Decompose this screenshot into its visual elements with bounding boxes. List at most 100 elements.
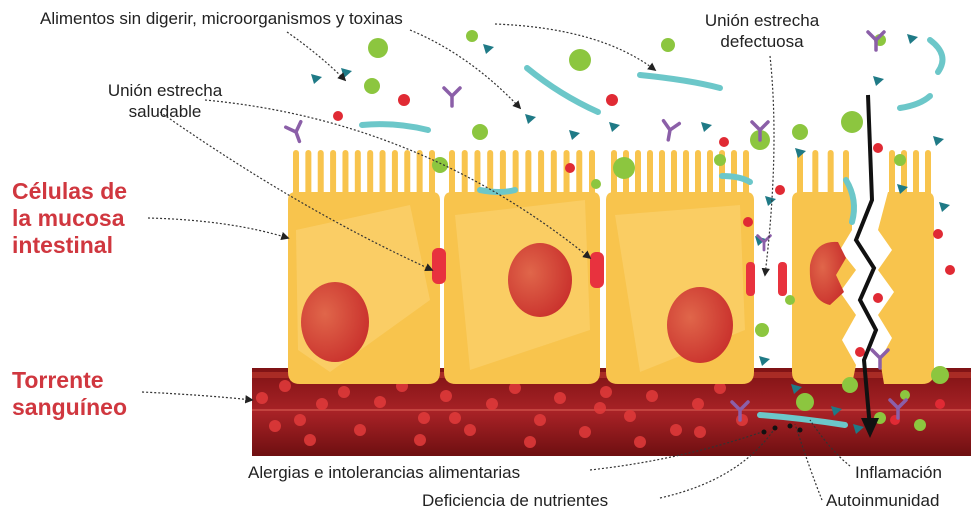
blood-cell: [624, 410, 636, 422]
microvillus: [707, 150, 713, 196]
microvillus: [355, 150, 361, 196]
microorganism: [796, 393, 814, 411]
microvillus: [392, 150, 398, 196]
toxin-particle: [525, 114, 536, 124]
microorganism: [432, 157, 448, 173]
microorganism: [368, 38, 388, 58]
toxin: [855, 347, 865, 357]
microvillus: [318, 150, 324, 196]
microvillus: [828, 150, 834, 196]
microvillus: [367, 150, 373, 196]
toxin: [719, 137, 729, 147]
mucosa-cell-damaged: [878, 150, 934, 384]
microvillus: [551, 150, 557, 196]
toxin-particle: [873, 76, 884, 86]
mucosa-cell: [606, 150, 754, 384]
microvillus: [743, 150, 749, 196]
blood-cell: [486, 398, 498, 410]
microorganism: [900, 390, 910, 400]
blood-cell: [440, 390, 452, 402]
microorganism: [472, 124, 488, 140]
microorganism: [755, 323, 769, 337]
microvillus: [589, 150, 595, 196]
microorganism: [591, 179, 601, 189]
blood-cell: [694, 426, 706, 438]
antibody: [660, 121, 679, 142]
microorganism: [785, 295, 795, 305]
microvillus: [538, 150, 544, 196]
blood-cell: [338, 386, 350, 398]
microvillus: [659, 150, 665, 196]
blood-cell: [294, 414, 306, 426]
blood-cell: [634, 436, 646, 448]
toxin: [775, 185, 785, 195]
microvillus: [812, 150, 818, 196]
microorganism: [914, 419, 926, 431]
toxin: [873, 293, 883, 303]
microorganism: [569, 49, 591, 71]
toxin: [873, 143, 883, 153]
microorganism: [931, 366, 949, 384]
blood-cell: [316, 398, 328, 410]
microorganism: [714, 154, 726, 166]
blood-cell: [374, 396, 386, 408]
toxin: [565, 163, 575, 173]
bloodstream-line1: Torrente: [12, 367, 127, 394]
microvillus: [913, 150, 919, 196]
blood-cell: [524, 436, 536, 448]
toxin-particle: [701, 122, 712, 132]
microvillus: [380, 150, 386, 196]
toxin: [333, 111, 343, 121]
toxin-particle: [311, 74, 322, 84]
microvillus: [683, 150, 689, 196]
blood-cell: [692, 398, 704, 410]
mucosa-cells-line3: intestinal: [12, 232, 127, 259]
mucosa-cells-line2: la mucosa: [12, 205, 127, 232]
microvilli: [449, 150, 595, 196]
toxin-particle: [759, 356, 770, 366]
healthy-tight-junction: [432, 248, 446, 284]
nutrient-deficiency-label: Deficiencia de nutrientes: [422, 490, 608, 511]
microorganism: [613, 157, 635, 179]
cell-nucleus: [301, 282, 369, 362]
toxin-particle: [933, 136, 944, 146]
microvillus: [462, 150, 468, 196]
inflammation-label: Inflamación: [855, 462, 942, 483]
blood-cell: [464, 424, 476, 436]
microvillus: [695, 150, 701, 196]
mucosa-cells-line1: Células de: [12, 178, 127, 205]
blood-cell: [449, 412, 461, 424]
blood-cell: [579, 426, 591, 438]
defective-tight-junction: [778, 262, 787, 296]
microvillus: [525, 150, 531, 196]
microvilli: [293, 150, 435, 196]
microvillus: [564, 150, 570, 196]
food-microbes-toxins-label: Alimentos sin digerir, microorganismos y…: [40, 8, 403, 29]
microvillus: [404, 150, 410, 196]
toxin-particle: [483, 44, 494, 54]
microvillus: [647, 150, 653, 196]
blood-cell: [354, 424, 366, 436]
microorganism: [842, 377, 858, 393]
toxin-particle: [907, 34, 918, 44]
mucosa-cells-label: Células de la mucosa intestinal: [12, 178, 127, 259]
healthy-junction-label: Unión estrecha saludable: [90, 80, 240, 122]
blood-cell: [670, 424, 682, 436]
mucosa-cell: [288, 150, 440, 384]
toxin-particle: [341, 68, 352, 78]
blood-cell: [646, 390, 658, 402]
toxin: [945, 265, 955, 275]
cell-nucleus: [508, 243, 572, 317]
microvillus: [635, 150, 641, 196]
toxin: [606, 94, 618, 106]
mucosa-cell: [444, 150, 600, 384]
blood-cell: [256, 392, 268, 404]
healthy-junction-line2: saludable: [90, 101, 240, 122]
microvillus: [449, 150, 455, 196]
antibody: [286, 122, 307, 144]
blood-cell: [414, 434, 426, 446]
blood-cell: [279, 380, 291, 392]
healthy-tight-junction: [590, 252, 604, 288]
toxin-particle: [609, 122, 620, 132]
blood-cell: [269, 420, 281, 432]
